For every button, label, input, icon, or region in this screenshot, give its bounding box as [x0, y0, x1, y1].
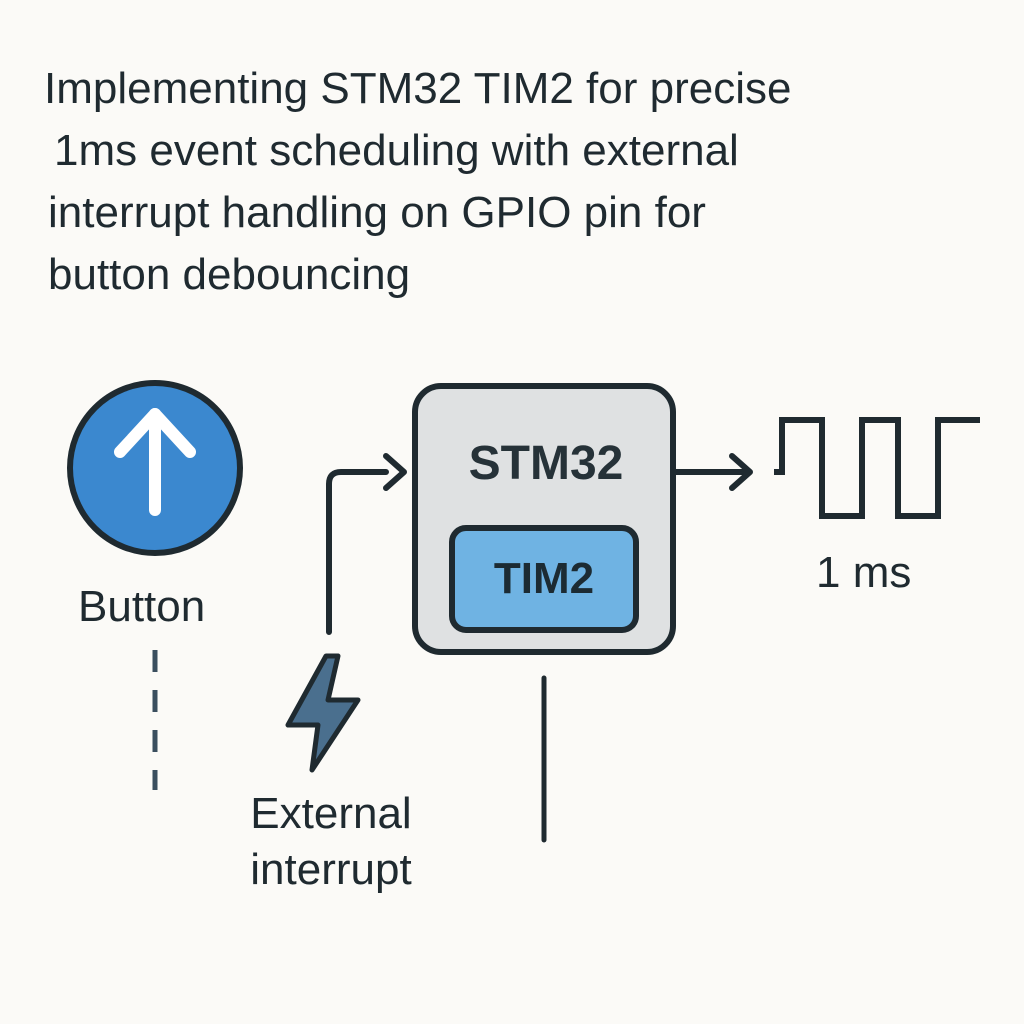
button-label: Button — [78, 582, 206, 631]
output-arrowhead — [729, 453, 753, 491]
title-line-2: 1ms event scheduling with external — [54, 126, 739, 175]
period-label: 1 ms — [816, 548, 912, 597]
external-interrupt-label-line-2: interrupt — [250, 845, 412, 894]
title-line-1: Implementing STM32 TIM2 for precise — [44, 64, 792, 113]
lightning-bolt-icon — [285, 653, 361, 773]
title-line-4: button debouncing — [48, 250, 411, 299]
external-interrupt-label: External interrupt — [226, 786, 436, 898]
interrupt-arrowhead — [383, 453, 407, 491]
tim2-label: TIM2 — [493, 554, 595, 603]
stm32-label: STM32 — [468, 437, 624, 490]
tim2-box — [449, 525, 639, 633]
diagram-title: Implementing STM32 TIM2 for precise 1ms … — [44, 58, 984, 306]
external-interrupt-label-line-1: External — [250, 789, 412, 838]
button-node — [67, 380, 243, 556]
arrow-up-icon — [114, 408, 196, 516]
interrupt-connector-path — [326, 469, 389, 635]
square-wave-icon — [774, 417, 980, 519]
title-line-3: interrupt handling on GPIO pin for — [48, 188, 706, 237]
